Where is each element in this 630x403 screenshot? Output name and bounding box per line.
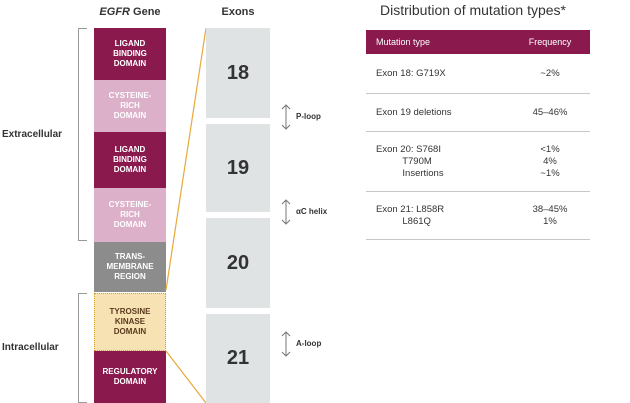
mutation-table: Mutation type Frequency Exon 18: G719X ~… [366, 30, 590, 240]
table-row: Exon 18: G719X ~2% [366, 54, 590, 94]
exons-header: Exons [221, 6, 255, 18]
transmembrane-region: TRANS- MEMBRANE REGION [94, 242, 166, 292]
table-row: Exon 20: S768I T790M Insertions <1% 4% ~… [366, 132, 590, 192]
ligand-binding-domain-2: LIGAND BINDING DOMAIN [94, 132, 166, 188]
extracellular-label: Extracellular [2, 129, 63, 140]
header-frequency: Frequency [528, 37, 572, 47]
exon-18-box: 18 [206, 28, 270, 118]
cysteine-rich-domain-2: CYSTEINE- RICH DOMAIN [94, 188, 166, 242]
table-row: Exon 21: L858R L861Q 38–45% 1% [366, 192, 590, 240]
row-freq: ~2% [540, 67, 560, 79]
connector-line-bottom [165, 350, 207, 403]
exon-21-box: 21 [206, 314, 270, 403]
cysteine-rich-domain-1: CYSTEINE- RICH DOMAIN [94, 80, 166, 132]
regulatory-domain: REGULATORY DOMAIN [94, 351, 166, 403]
exon-19-box: 19 [206, 124, 270, 212]
ligand-binding-domain-1: LIGAND BINDING DOMAIN [94, 28, 166, 80]
p-loop-arrow-icon [281, 104, 291, 130]
egfr-gene-header: EGFR Gene [94, 6, 166, 18]
egfr-gene-italic: EGFR [99, 6, 130, 18]
a-loop-arrow-icon [281, 331, 291, 357]
row-type: Exon 20: S768I T790M Insertions [376, 143, 444, 179]
a-loop-label: A-loop [296, 339, 322, 348]
ac-helix-arrow-icon [281, 199, 291, 225]
egfr-gene-rest: Gene [129, 6, 161, 18]
row-type: Exon 21: L858R L861Q [376, 203, 445, 227]
table-title: Distribution of mutation types* [380, 2, 566, 18]
exon-20-box: 20 [206, 218, 270, 308]
row-freq: 38–45% 1% [532, 203, 568, 227]
connector-line-top [165, 27, 207, 291]
p-loop-label: P-loop [296, 112, 321, 121]
ac-helix-label: αC helix [296, 207, 328, 216]
extracellular-bracket [78, 28, 87, 241]
row-type: Exon 18: G719X [376, 67, 446, 79]
row-type: Exon 19 deletions [376, 106, 452, 118]
header-mutation-type: Mutation type [376, 37, 431, 47]
row-freq: <1% 4% ~1% [540, 143, 560, 179]
table-row: Exon 19 deletions 45–46% [366, 94, 590, 132]
table-header-row: Mutation type Frequency [366, 30, 590, 54]
row-freq: 45–46% [532, 106, 568, 118]
intracellular-label: Intracellular [2, 342, 59, 353]
tyrosine-kinase-domain: TYROSINE KINASE DOMAIN [94, 293, 166, 351]
